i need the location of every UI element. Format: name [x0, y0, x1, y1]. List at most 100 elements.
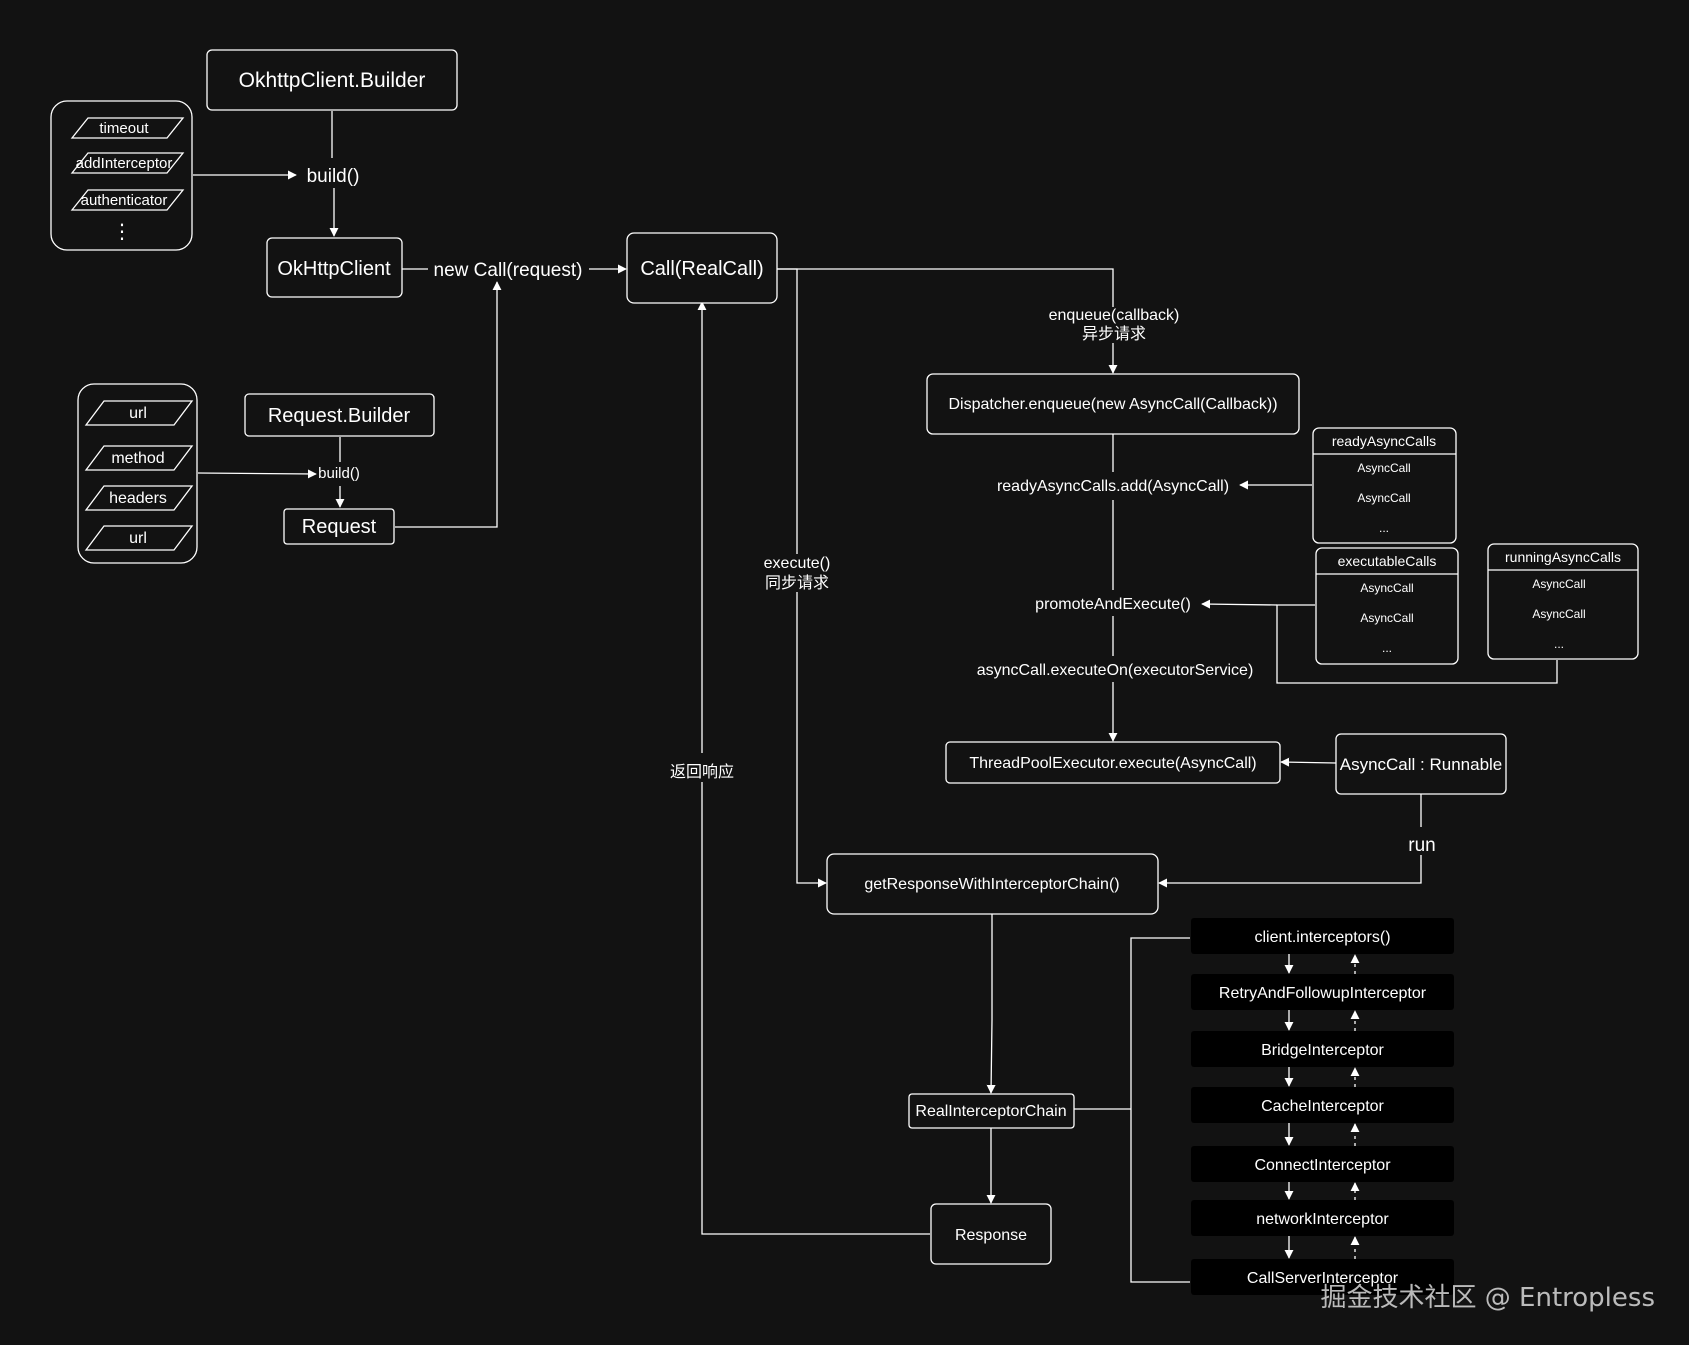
request-builder-label: Request.Builder: [268, 405, 411, 427]
interceptor-label: BridgeInterceptor: [1261, 1042, 1384, 1059]
real-chain-label: RealInterceptorChain: [915, 1103, 1066, 1120]
asynccall-runnable-node: AsyncCall : Runnable: [1335, 733, 1507, 795]
request-param-item: headers: [84, 485, 194, 511]
param-shape: [84, 485, 194, 511]
interceptor-box: networkInterceptor: [1191, 1200, 1454, 1236]
ready-queue-title: readyAsyncCalls: [1332, 433, 1436, 449]
edge-run-to-getresponse: [1158, 855, 1422, 888]
client-param-label: addInterceptor: [76, 155, 173, 172]
dispatcher-label: Dispatcher.enqueue(new AsyncCall(Callbac…: [948, 396, 1277, 413]
request-label: Request: [302, 516, 377, 538]
request-param-label: url: [129, 405, 147, 422]
threadpool-node: ThreadPoolExecutor.execute(AsyncCall): [945, 741, 1281, 784]
edges: [193, 111, 1558, 1283]
request-param-item: url: [84, 400, 194, 426]
interceptor-label: networkInterceptor: [1256, 1211, 1389, 1228]
param-shape: [70, 152, 185, 174]
interceptor-frame: [1191, 918, 1454, 954]
ready-queue-item: AsyncCall: [1357, 491, 1410, 505]
edge-call-to-enqueue: [777, 268, 1114, 307]
executable-queue-item: AsyncCall: [1360, 581, 1413, 595]
okhttp-builder-label: OkhttpClient.Builder: [239, 69, 426, 92]
execute-label: execute(): [764, 555, 831, 572]
get-response-node: getResponseWithInterceptorChain(): [826, 853, 1159, 915]
interceptor-frame: [1191, 1031, 1454, 1067]
call-node: Call(RealCall): [626, 232, 778, 304]
edge-getresponse-to-chain: [986, 914, 996, 1094]
executable-queue-title: executableCalls: [1338, 553, 1437, 569]
run-label: run: [1408, 835, 1435, 856]
real-chain-node: RealInterceptorChain: [908, 1093, 1075, 1129]
interceptor-box: CacheInterceptor: [1191, 1087, 1454, 1123]
request-params-group: url method headers url: [77, 383, 198, 564]
interceptor-box: ConnectInterceptor: [1191, 1146, 1454, 1182]
request-param-label: url: [129, 530, 147, 547]
param-shape: [84, 525, 194, 551]
ready-queue-item: ...: [1379, 521, 1389, 535]
interceptor-stack: client.interceptors() RetryAndFollowupInt…: [1191, 918, 1454, 1295]
executable-queue-item: AsyncCall: [1360, 611, 1413, 625]
interceptor-frame: [1191, 1259, 1454, 1295]
request-params-list: url method headers url: [84, 400, 194, 551]
ready-queue-box: readyAsyncCalls AsyncCall AsyncCall ...: [1312, 427, 1457, 544]
running-queue-title: runningAsyncCalls: [1505, 549, 1621, 565]
interceptor-box: CallServerInterceptor: [1191, 1259, 1454, 1295]
interceptor-label: CacheInterceptor: [1261, 1098, 1384, 1115]
interceptor-frame: [1191, 974, 1454, 1010]
request-param-item: url: [84, 525, 194, 551]
client-params-list: timeout addInterceptor authenticator: [70, 117, 185, 211]
param-shape: [84, 400, 194, 426]
execute-sub-label: 同步请求: [765, 574, 829, 592]
interceptor-label: client.interceptors(): [1254, 929, 1390, 946]
request-param-item: method: [84, 445, 194, 471]
promote-label: promoteAndExecute(): [1035, 596, 1191, 613]
interceptor-box: client.interceptors(): [1191, 918, 1454, 954]
response-label: Response: [955, 1227, 1027, 1244]
running-queue-item: AsyncCall: [1532, 577, 1585, 591]
interceptor-box: BridgeInterceptor: [1191, 1031, 1454, 1067]
interceptor-frame: [1191, 1087, 1454, 1123]
okhttp-client-node: OkHttpClient: [266, 237, 403, 298]
request-param-label: method: [111, 450, 164, 467]
edge-request-to-newcall: [395, 281, 502, 528]
interceptor-label: RetryAndFollowupInterceptor: [1219, 985, 1427, 1002]
okhttp-builder-node: OkhttpClient.Builder: [206, 49, 458, 111]
request-node: Request: [283, 508, 395, 545]
dispatcher-node: Dispatcher.enqueue(new AsyncCall(Callbac…: [926, 373, 1300, 435]
interceptor-box: RetryAndFollowupInterceptor: [1191, 974, 1454, 1010]
running-queue-item: AsyncCall: [1532, 607, 1585, 621]
new-call-label: new Call(request): [434, 260, 583, 281]
edge-request-params-to-build: [197, 469, 317, 479]
interceptor-label: ConnectInterceptor: [1254, 1157, 1391, 1174]
executable-queue-item: ...: [1382, 641, 1392, 655]
threadpool-label: ThreadPoolExecutor.execute(AsyncCall): [969, 755, 1256, 772]
running-queue-box: runningAsyncCalls AsyncCall AsyncCall ..…: [1487, 543, 1639, 660]
build-request-label: build(): [318, 465, 360, 482]
client-param-label: timeout: [99, 120, 149, 137]
call-label: Call(RealCall): [640, 258, 763, 280]
client-param-item: timeout: [70, 117, 185, 139]
watermark-text: 掘金技术社区 @ Entropless: [1321, 1283, 1655, 1313]
param-shape: [84, 445, 194, 471]
running-queue-item: ...: [1554, 637, 1564, 651]
edge-call-to-execute: [777, 268, 798, 554]
enqueue-sub-label: 异步请求: [1082, 325, 1146, 343]
client-param-item: addInterceptor: [70, 152, 185, 174]
build-client-label: build(): [307, 166, 360, 187]
interceptor-frame: [1191, 1200, 1454, 1236]
edge-response-return: [701, 782, 930, 1235]
edge-executable-to-promote: [1201, 599, 1278, 609]
edge-running-bracket: [1276, 604, 1558, 684]
okhttp-client-label: OkHttpClient: [277, 258, 391, 280]
execute-on-label: asyncCall.executeOn(executorService): [977, 662, 1254, 679]
edge-execute-to-getresponse: [796, 592, 827, 888]
interceptor-arrows: [1284, 954, 1360, 1259]
client-param-label: authenticator: [81, 192, 168, 209]
executable-queue-box: executableCalls AsyncCall AsyncCall ...: [1315, 547, 1459, 665]
interceptor-frame: [1191, 1146, 1454, 1182]
request-builder-node: Request.Builder: [244, 393, 435, 437]
ready-queue-item: AsyncCall: [1357, 461, 1410, 475]
